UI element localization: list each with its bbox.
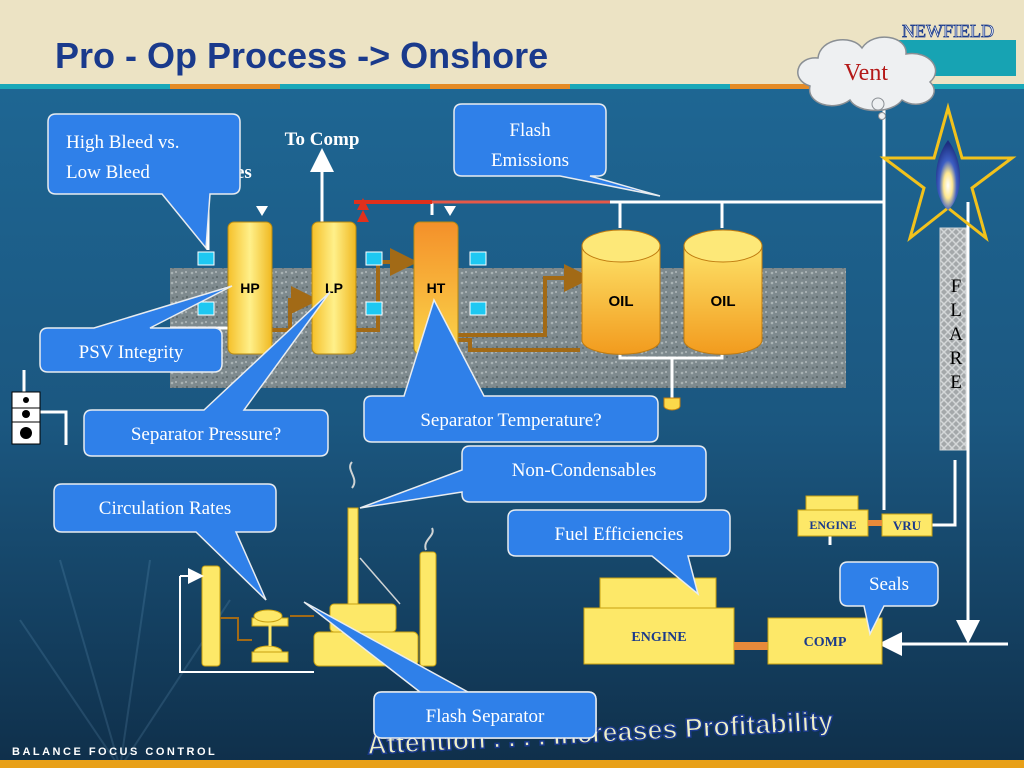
non-condensables-callout	[359, 445, 707, 509]
oil-tank-1: OIL	[581, 229, 661, 355]
svg-text:Separator Pressure?: Separator Pressure?	[131, 424, 281, 445]
psv-integrity-callout	[39, 285, 233, 373]
vru-engine-label: ENGINE	[809, 518, 856, 532]
psv-valve-ht	[444, 206, 456, 216]
svg-text:Seals: Seals	[869, 574, 909, 595]
circulation-rates-callout	[53, 483, 277, 601]
svg-text:Fuel Efficiencies: Fuel Efficiencies	[555, 524, 684, 545]
svg-text:High Bleed vs.: High Bleed vs.	[66, 132, 179, 153]
brand-logo: NEWFIELD	[902, 21, 994, 41]
vent-cloud: Vent	[797, 36, 937, 120]
callout-texts: High Bleed vs. Low Bleed Flash Emissions…	[66, 120, 909, 727]
level-gauges	[197, 251, 487, 316]
flare-letters: F L A R E E	[949, 276, 963, 393]
svg-text:L: L	[950, 300, 962, 321]
hp-label: HP	[240, 280, 259, 296]
psv-valve-hp	[256, 206, 268, 216]
separator-temperature-callout	[363, 298, 659, 443]
flash-separator-text: Flash Separator	[426, 706, 545, 727]
footer-strip	[0, 760, 1024, 768]
control-valve	[357, 198, 369, 222]
svg-text:Emissions: Emissions	[491, 150, 569, 171]
svg-text:PSV Integrity: PSV Integrity	[79, 342, 184, 363]
comp-label: COMP	[804, 635, 847, 650]
fuel-efficiencies-callout	[507, 509, 731, 597]
engine-block	[583, 607, 735, 665]
oil-tank-2: OIL	[683, 229, 763, 355]
high-bleed-callout	[47, 113, 241, 250]
svg-text:E: E	[950, 372, 962, 393]
engine-label: ENGINE	[631, 630, 686, 645]
liquid-piping	[270, 248, 592, 352]
flare-stack	[939, 227, 967, 451]
vent-label: Vent	[844, 60, 888, 86]
svg-text:Non-Condensables: Non-Condensables	[512, 460, 657, 481]
svg-text:Low Bleed: Low Bleed	[66, 162, 150, 183]
separator-pressure-callout	[83, 291, 331, 457]
wellhead-icon	[11, 391, 41, 445]
flash-emissions-callout	[453, 103, 661, 197]
seals-callout	[839, 561, 939, 637]
svg-text:A: A	[949, 324, 963, 345]
lp-separator: LP	[311, 221, 357, 355]
to-comp-label: To Comp	[285, 129, 360, 150]
drain-pot	[663, 397, 681, 411]
vru-engine-block	[797, 509, 869, 537]
flame-icon	[935, 140, 961, 210]
oil-tank-label: OIL	[711, 293, 736, 310]
svg-text:Circulation Rates: Circulation Rates	[99, 498, 231, 519]
footer-tagline: BALANCE FOCUS CONTROL	[12, 746, 217, 758]
svg-text:Flash: Flash	[509, 120, 551, 141]
comp-block	[767, 617, 883, 665]
svg-text:F: F	[951, 276, 962, 297]
flash-separator-box	[373, 691, 597, 739]
svg-text:Separator Temperature?: Separator Temperature?	[420, 410, 601, 431]
oil-tank-label: OIL	[609, 293, 634, 310]
callouts	[39, 103, 939, 739]
ht-heater-treater: HT	[413, 221, 459, 355]
page-title: Pro - Op Process -> Onshore	[55, 35, 548, 76]
ht-label: HT	[427, 280, 446, 296]
vru-label: VRU	[893, 518, 922, 533]
hp-separator: HP	[227, 221, 273, 355]
svg-text:R: R	[950, 348, 963, 369]
